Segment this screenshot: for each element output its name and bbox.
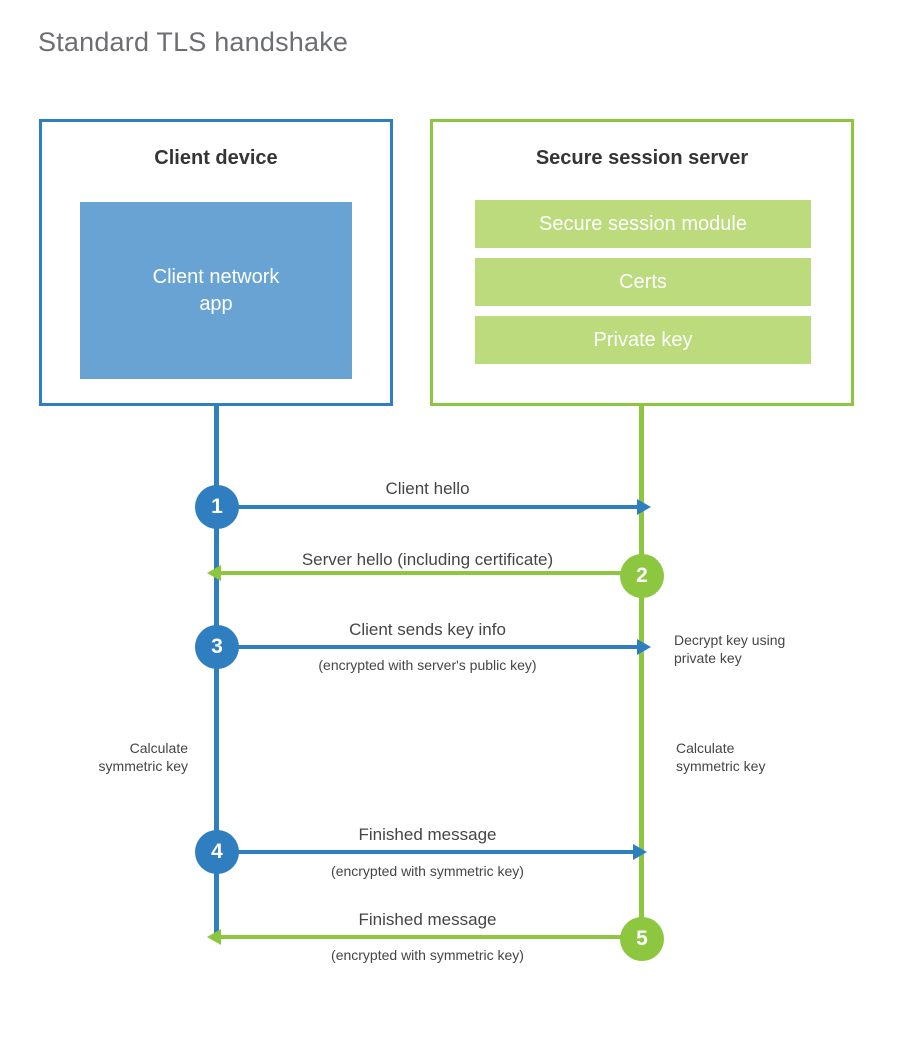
step-marker-1: 1	[195, 485, 239, 529]
step-2-label: Server hello (including certificate)	[301, 550, 554, 569]
step-1-label: Client hello	[385, 479, 470, 498]
step-5-arrow	[207, 929, 640, 945]
secure-session-server-title: Secure session server	[535, 147, 749, 169]
arrow-head-icon	[207, 565, 221, 581]
step-5-label: Finished message	[358, 910, 497, 929]
server-lifeline	[639, 403, 644, 940]
client-network-app-block: Client network app	[80, 202, 352, 379]
secure-session-server-box: Secure session server Secure session mod…	[430, 119, 854, 406]
arrow-head-icon	[207, 929, 221, 945]
step-3-arrow	[216, 639, 651, 655]
step-marker-5: 5	[620, 917, 664, 961]
client-calculate-symmetric-key-annotation: Calculate symmetric key	[98, 740, 188, 774]
server-module-list: Secure session module Certs Private key	[475, 200, 811, 364]
arrow-head-icon	[637, 499, 651, 515]
step-marker-2: 2	[620, 554, 664, 598]
step-5-sublabel: (encrypted with symmetric key)	[331, 947, 524, 963]
step-marker-4: 4	[195, 830, 239, 874]
page-title: Standard TLS handshake	[38, 27, 349, 57]
client-device-title: Client device	[154, 147, 278, 169]
decrypt-key-annotation: Decrypt key using private key	[674, 632, 786, 666]
step-4-arrow	[216, 844, 647, 860]
step-1-arrow	[216, 499, 651, 515]
step-3-sublabel: (encrypted with server's public key)	[318, 657, 537, 673]
arrow-head-icon	[637, 639, 651, 655]
client-lifeline	[214, 403, 219, 940]
step-4-sublabel: (encrypted with symmetric key)	[331, 863, 524, 879]
step-2-arrow	[207, 565, 640, 581]
step-marker-3: 3	[195, 625, 239, 669]
server-calculate-symmetric-key-annotation: Calculate symmetric key	[676, 740, 766, 774]
server-module-private-key: Private key	[475, 316, 811, 364]
arrow-head-icon	[633, 844, 647, 860]
step-4-label: Finished message	[358, 825, 497, 844]
step-3-label: Client sends key info	[349, 620, 506, 639]
server-module-certs: Certs	[475, 258, 811, 306]
server-module-secure-session-module: Secure session module	[475, 200, 811, 248]
client-device-box: Client device Client network app	[39, 119, 393, 406]
